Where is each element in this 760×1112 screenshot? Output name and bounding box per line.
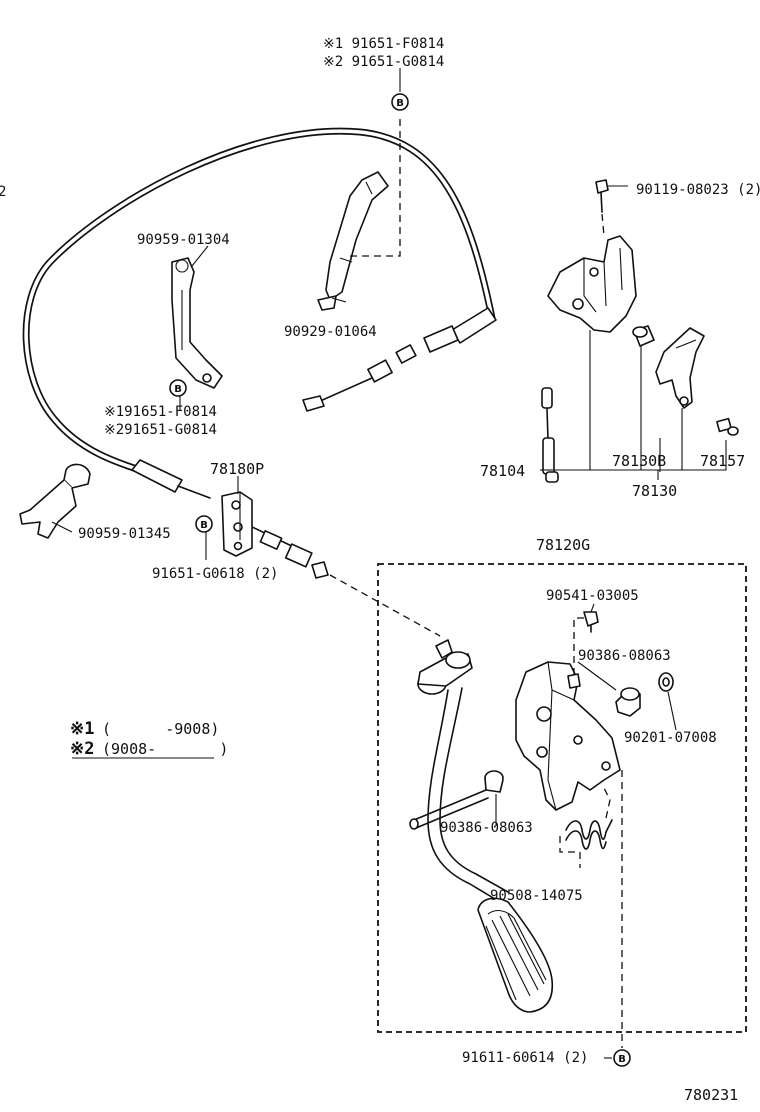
label-78180p: 78180P: [210, 460, 264, 478]
label-top-note-2: ※2 91651-G0814: [323, 54, 444, 70]
label-bolt-90119: 90119-08023 (2): [636, 182, 760, 198]
group-78130-leaders: [540, 330, 727, 480]
label-78120g: 78120G: [536, 536, 590, 554]
label-washer-90201: 90201-07008: [624, 730, 717, 746]
pedal-bracket: [515, 661, 621, 811]
collar-78130b: [632, 325, 655, 347]
label-78157: 78157: [700, 452, 745, 470]
screw-90541-03005: [573, 611, 599, 676]
return-spring-90508-14075: [559, 787, 613, 868]
label-bolt-91611: 91611-60614 (2): [462, 1050, 588, 1066]
svg-text:B: B: [618, 1054, 626, 1065]
symbol-b-left: B: [169, 379, 187, 397]
leader-lines: [51, 68, 661, 1059]
throttle-lever: [655, 327, 705, 409]
figure-code: 780231: [684, 1086, 738, 1104]
label-left-note-2: ※291651-G0814: [104, 422, 217, 438]
label-top-note-1: ※1 91651-F0814: [323, 36, 444, 52]
svg-text:B: B: [396, 98, 404, 109]
label-78130b: 78130B: [612, 452, 666, 470]
bushing-90386-left: [484, 770, 504, 826]
label-bolt-91651-g0618: 91651-G0618 (2): [152, 566, 278, 582]
legend-row2-range: (9008- ): [102, 740, 228, 758]
svg-text:B: B: [200, 520, 208, 531]
symbol-b-top: B: [391, 93, 409, 111]
symbol-b-bottom: B: [613, 1049, 631, 1067]
symbol-b-78180p: B: [195, 515, 213, 533]
pedal-assy-boundary-78120g: [377, 563, 747, 1033]
label-spring-90508: 90508-14075: [490, 888, 583, 904]
legend-row2-mark: ※2: [70, 739, 94, 759]
bushing-90386-right: [615, 687, 641, 717]
throttle-link-bracket: [547, 179, 637, 333]
label-left-note-1: ※191651-F0814: [104, 404, 217, 420]
washer-90201-07008: [658, 672, 677, 731]
label-edge-mark: 2: [0, 184, 6, 200]
label-78104: 78104: [480, 462, 525, 480]
svg-text:B: B: [174, 384, 182, 395]
label-clamp-90959-01345: 90959-01345: [78, 526, 171, 542]
accelerator-cable: [22, 127, 497, 637]
rod-78104: [541, 387, 559, 483]
legend-row1-mark: ※1: [70, 719, 94, 739]
cable-bracket-78180p: [221, 491, 253, 557]
cable-clamp-90959-01345: [19, 463, 91, 539]
label-78130: 78130: [632, 482, 677, 500]
bushing-78157: [716, 417, 739, 436]
label-bushing-90386-a: 90386-08063: [578, 648, 671, 664]
accelerator-pedal-arm: [409, 639, 554, 1013]
label-bushing-90386-b: 90386-08063: [440, 820, 533, 836]
cable-clamp-90959-01304: [171, 257, 223, 389]
legend-row1-range: ( -9008): [102, 720, 219, 738]
range-legend: ※1 ( -9008) ※2 (9008- ): [70, 719, 228, 759]
label-clip-90929: 90929-01064: [284, 324, 377, 340]
label-screw-90541: 90541-03005: [546, 588, 639, 604]
cable-bracket-top: [317, 118, 401, 311]
label-clamp-90959-01304: 90959-01304: [137, 232, 230, 248]
